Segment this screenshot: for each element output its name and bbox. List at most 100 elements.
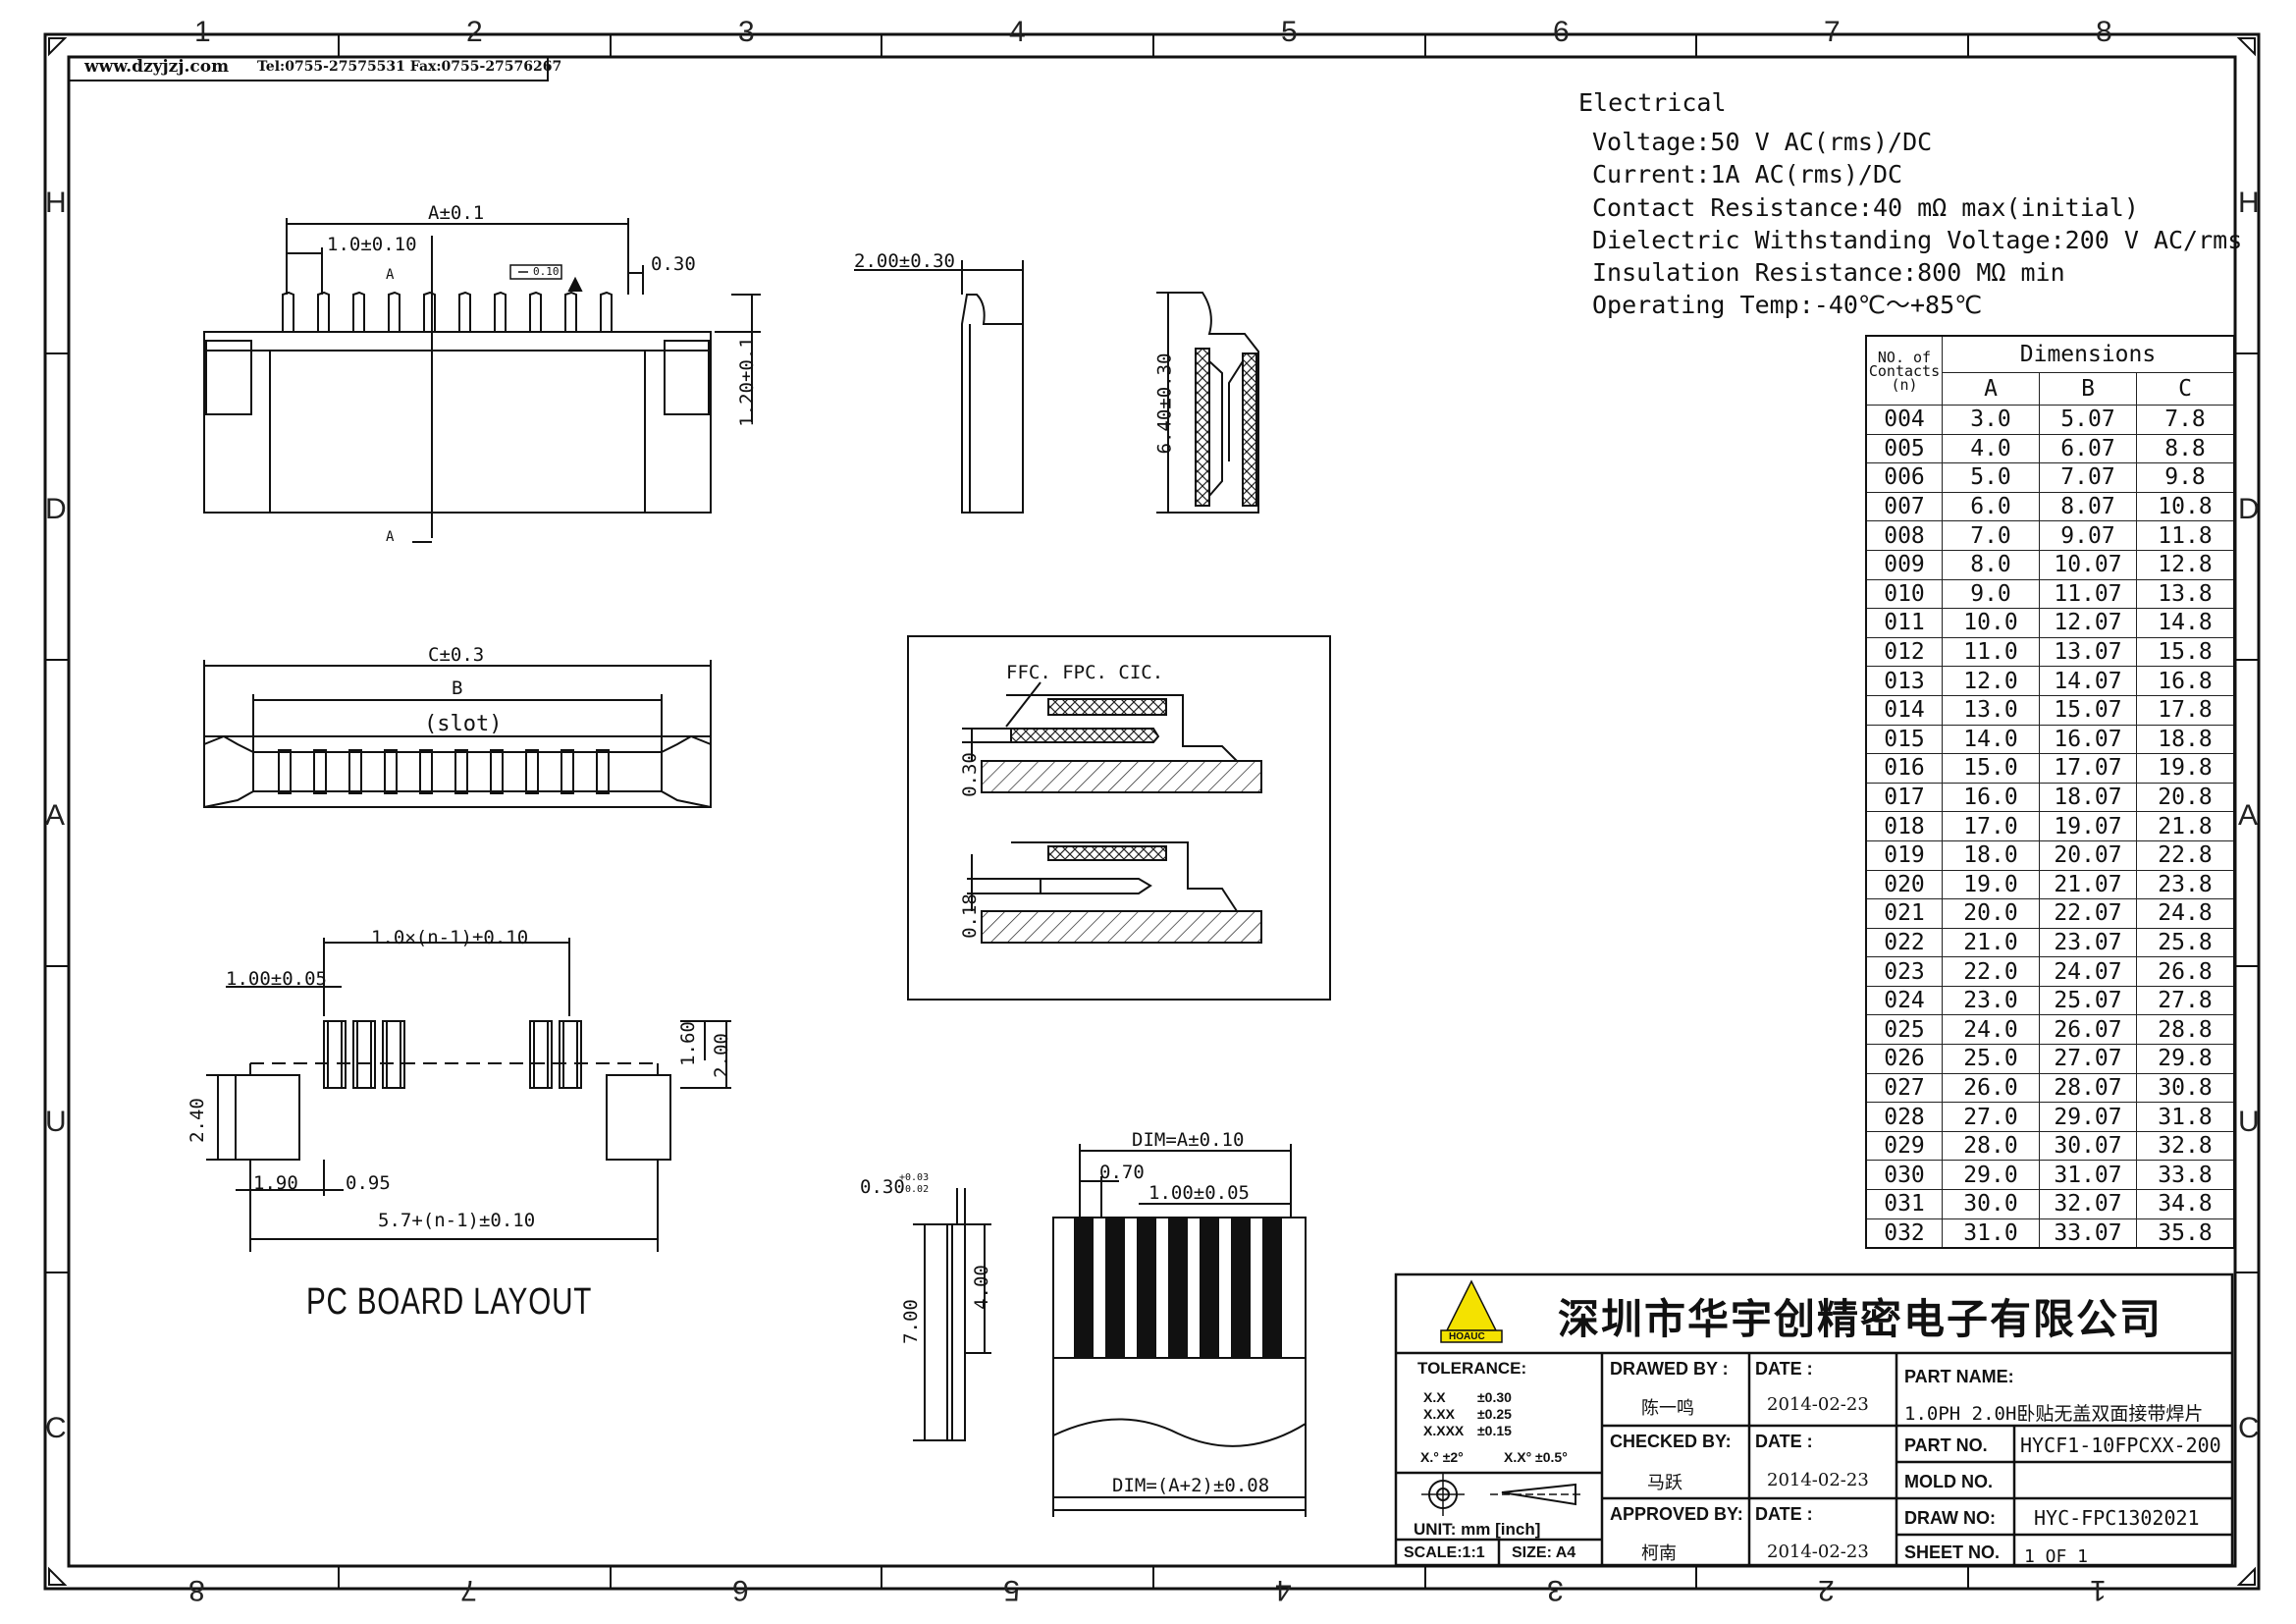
- dim-cell-a: 4.0: [1942, 433, 2040, 464]
- dim-018-detail: 0.18: [958, 893, 981, 939]
- part-no: HYCF1-10FPCXX-200: [2020, 1434, 2221, 1457]
- front-pin: [352, 291, 365, 332]
- contacts-cell: 030: [1865, 1160, 1943, 1191]
- part-name-label: PART NAME:: [1904, 1367, 2014, 1386]
- dim-pin-width: 0.30: [651, 253, 696, 275]
- dim-cell-c: 22.8: [2136, 839, 2235, 871]
- dim-cell-a: 27.0: [1942, 1102, 2040, 1132]
- pcb-pad-inner: [327, 1020, 343, 1089]
- contacts-cell: 028: [1865, 1102, 1943, 1132]
- fpc-dim-a: DIM=A±0.10: [1132, 1129, 1245, 1151]
- col-b-header: B: [2039, 372, 2137, 406]
- dim-cell-a: 21.0: [1942, 927, 2040, 958]
- pcb-pad-inner: [386, 1020, 401, 1089]
- contacts-cell: 012: [1865, 636, 1943, 668]
- electrical-insulation: Insulation Resistance:800 MΩ min: [1592, 258, 2065, 287]
- contacts-cell: 014: [1865, 694, 1943, 726]
- dimensions-title: Dimensions: [1942, 335, 2235, 373]
- dim-cell-b: 17.07: [2039, 753, 2137, 784]
- sheet-no-label: SHEET NO.: [1904, 1543, 2001, 1562]
- dim-cell-c: 15.8: [2136, 636, 2235, 668]
- section-view: [1156, 292, 1259, 514]
- zone-left-h: H: [45, 187, 67, 219]
- pcb-pad-inner: [533, 1020, 549, 1089]
- zone-bottom-6: 6: [732, 1574, 749, 1606]
- dim-a-tol: A±0.1: [428, 202, 485, 224]
- section-a-bottom: A: [386, 529, 395, 545]
- section-a-top: A: [386, 267, 395, 283]
- dim-cell-b: 25.07: [2039, 985, 2137, 1016]
- dim-pitch: 1.0±0.10: [327, 234, 417, 255]
- slot-pin: [278, 749, 292, 794]
- date-label-3: DATE :: [1755, 1504, 1813, 1524]
- dim-cell-b: 8.07: [2039, 491, 2137, 522]
- part-name: 1.0PH 2.0H卧贴无盖双面接带焊片: [1904, 1403, 2204, 1425]
- electrical-current: Current:1A AC(rms)/DC: [1592, 160, 1903, 189]
- dim-cell-c: 35.8: [2136, 1218, 2235, 1249]
- zone-top-2: 2: [466, 16, 483, 48]
- fpc-side: [913, 1188, 991, 1441]
- contacts-cell: 006: [1865, 462, 1943, 493]
- dim-cell-b: 26.07: [2039, 1014, 2137, 1046]
- pcb-190: 1.90: [253, 1172, 298, 1194]
- dim-cell-a: 10.0: [1942, 608, 2040, 638]
- slot-pin: [348, 749, 362, 794]
- dim-cell-a: 24.0: [1942, 1014, 2040, 1046]
- electrical-contact-resistance: Contact Resistance:40 mΩ max(initial): [1592, 193, 2139, 222]
- dim-cell-a: 26.0: [1942, 1072, 2040, 1104]
- fpc-700: 7.00: [899, 1299, 922, 1344]
- dim-cell-c: 14.8: [2136, 608, 2235, 638]
- dimensions-table: NO. of Contacts (n) Dimensions A B C 004…: [1865, 335, 2235, 1250]
- front-view: [203, 218, 761, 543]
- slot-pin: [419, 749, 433, 794]
- zone-left-c: C: [45, 1412, 67, 1444]
- dim-cell-b: 14.07: [2039, 666, 2137, 696]
- sheet-no: 1 OF 1: [2024, 1546, 2089, 1567]
- dim-cell-c: 20.8: [2136, 782, 2235, 813]
- fpc-dim-a2: DIM=(A+2)±0.08: [1112, 1475, 1270, 1496]
- zone-right-u: U: [2238, 1106, 2260, 1138]
- dim-cell-b: 24.07: [2039, 956, 2137, 987]
- dim-cell-b: 10.07: [2039, 549, 2137, 580]
- dim-cell-c: 32.8: [2136, 1130, 2235, 1162]
- fpc-pitch: 1.00±0.05: [1148, 1182, 1250, 1204]
- dim-cell-b: 5.07: [2039, 405, 2137, 435]
- dim-cell-c: 12.8: [2136, 549, 2235, 580]
- dim-cell-a: 22.0: [1942, 956, 2040, 987]
- dim-cell-b: 22.07: [2039, 898, 2137, 929]
- top-view: [203, 660, 712, 808]
- slot-pin: [561, 749, 574, 794]
- dim-cell-c: 21.8: [2136, 811, 2235, 841]
- zone-right-d: D: [2238, 493, 2260, 525]
- dim-cell-b: 31.07: [2039, 1160, 2137, 1191]
- zone-bottom-3: 3: [1547, 1574, 1564, 1606]
- dim-cell-b: 20.07: [2039, 839, 2137, 871]
- electrical-temp: Operating Temp:-40℃～+85℃: [1592, 291, 1983, 319]
- part-no-label: PART NO.: [1904, 1435, 1988, 1455]
- dim-c-tol: C±0.3: [428, 644, 485, 666]
- tol-xxxx-val: ±0.15: [1477, 1423, 1512, 1438]
- zone-bottom-2: 2: [1818, 1574, 1835, 1606]
- tol-xx: X.X: [1423, 1389, 1446, 1405]
- contacts-cell: 010: [1865, 578, 1943, 610]
- slot-pin: [313, 749, 327, 794]
- company-logo: [1440, 1279, 1503, 1343]
- slot-pin: [525, 749, 539, 794]
- dim-cell-a: 6.0: [1942, 491, 2040, 522]
- contacts-cell: 020: [1865, 869, 1943, 900]
- col-c-header: C: [2136, 372, 2235, 406]
- contacts-cell: 018: [1865, 811, 1943, 841]
- dim-cell-a: 29.0: [1942, 1160, 2040, 1191]
- contacts-cell: 024: [1865, 985, 1943, 1016]
